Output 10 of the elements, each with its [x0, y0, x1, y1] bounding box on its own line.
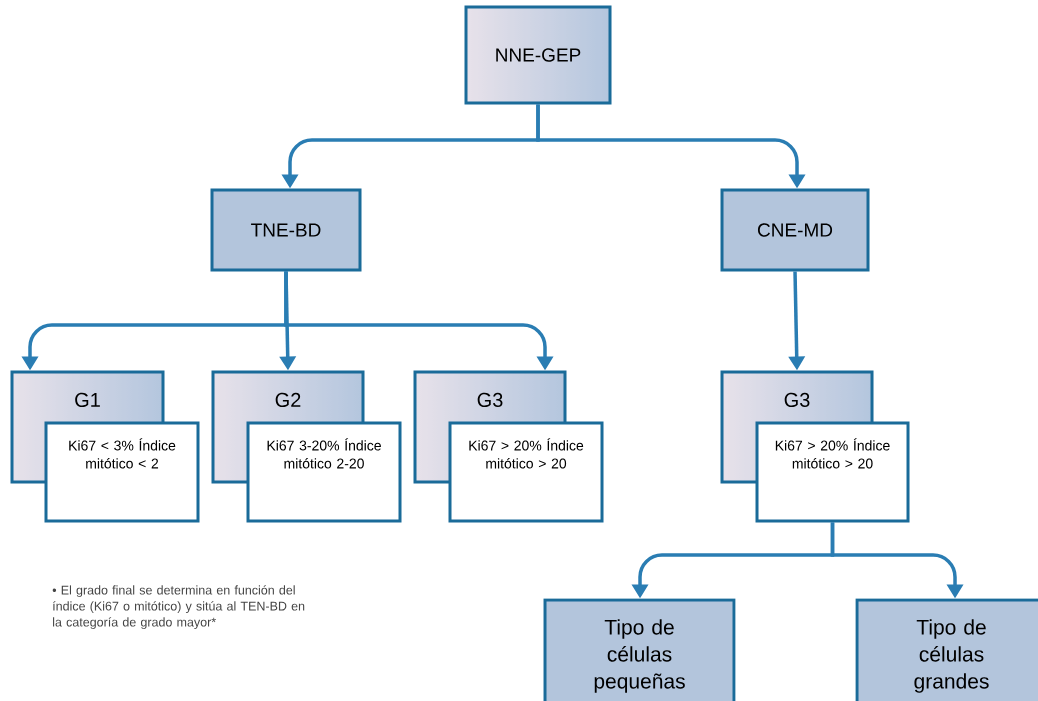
category-box: TNE-BD [210, 188, 362, 272]
category-box: CNE-MD [720, 188, 870, 272]
root-box: NNE-GEP [464, 5, 612, 105]
criteria-box: Ki67 3-20% Índice mitótico 2-20 [246, 421, 402, 523]
cell-type-box: Tipo de células grandes [855, 598, 1038, 701]
criteria-box: Ki67 > 20% Índice mitótico > 20 [755, 421, 910, 523]
footnote-text: • El grado final se determina en función del índice (Ki67 o mitótico) y sitúa al TEN-BD en la categoría de grado mayor* [52, 585, 305, 629]
cell-type-box: Tipo de células pequeñas [543, 598, 736, 701]
criteria-box: Ki67 > 20% Índice mitótico > 20 [448, 421, 604, 523]
criteria-box: Ki67 < 3% Índice mitótico < 2 [44, 421, 200, 523]
